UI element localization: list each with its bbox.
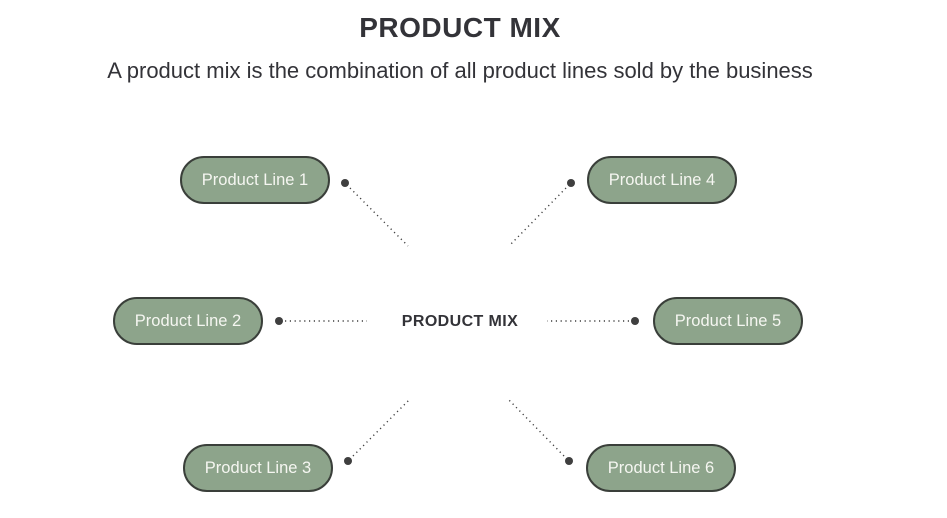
center-label: PRODUCT MIX: [401, 313, 519, 330]
node-label: Product Line 5: [674, 311, 782, 330]
node-label: Product Line 6: [607, 458, 715, 477]
node-label: Product Line 4: [608, 170, 716, 189]
connector-dot-2: [275, 317, 283, 325]
node-product-line-6: Product Line 6: [586, 444, 736, 492]
connector-dot-5: [631, 317, 639, 325]
node-product-line-5: Product Line 5: [653, 297, 803, 345]
node-product-line-1: Product Line 1: [180, 156, 330, 204]
node-product-line-2: Product Line 2: [113, 297, 263, 345]
connector-line-6: [506, 397, 565, 457]
connector-dot-4: [567, 179, 575, 187]
node-label: Product Line 1: [201, 170, 309, 189]
connector-dot-1: [341, 179, 349, 187]
node-label: Product Line 3: [204, 458, 312, 477]
connector-line-4: [508, 187, 567, 247]
connector-dot-3: [344, 457, 352, 465]
connector-dot-6: [565, 457, 573, 465]
node-label: Product Line 2: [134, 311, 242, 330]
node-product-line-3: Product Line 3: [183, 444, 333, 492]
connector-line-1: [349, 187, 409, 247]
page-subtitle: A product mix is the combination of all …: [107, 58, 813, 83]
connector-line-3: [352, 398, 411, 457]
page-title: PRODUCT MIX: [359, 12, 561, 43]
node-product-line-4: Product Line 4: [587, 156, 737, 204]
